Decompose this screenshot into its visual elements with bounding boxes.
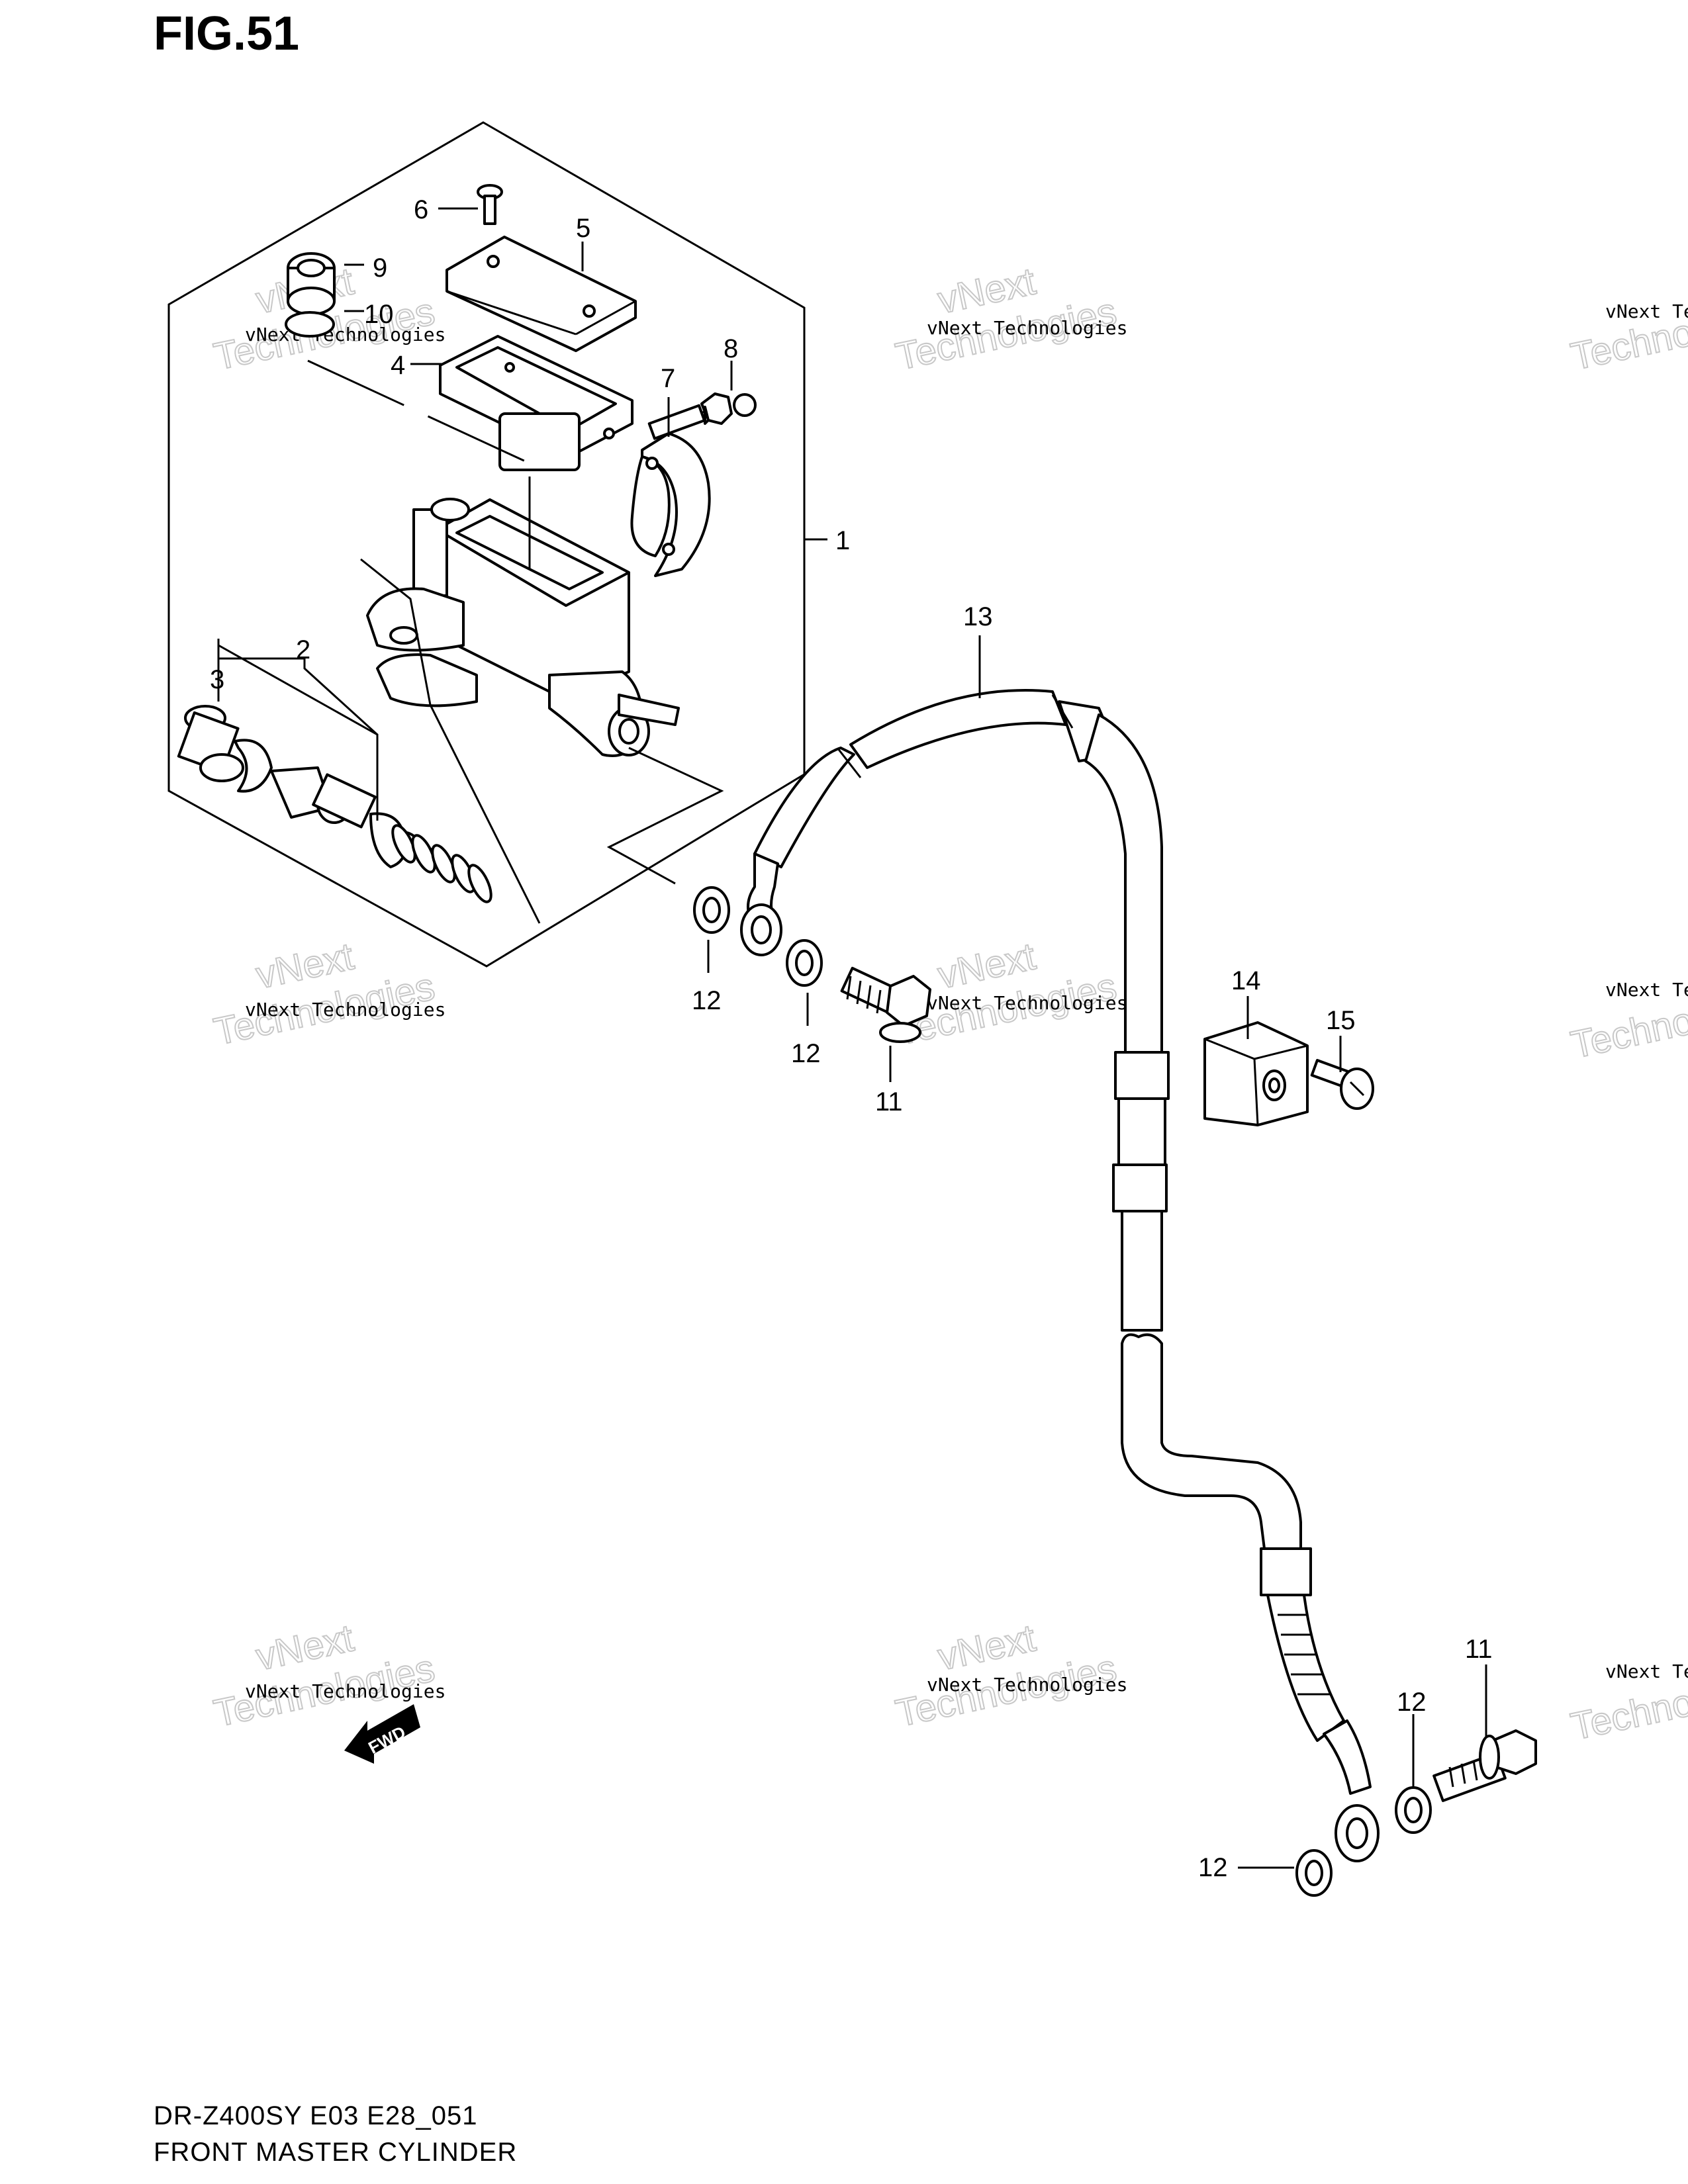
leader-lines	[217, 207, 1487, 1869]
callout-9: 9	[373, 253, 387, 283]
diagram-name: FRONT MASTER CYLINDER	[154, 2138, 518, 2167]
callout-12: 12	[791, 1039, 821, 1068]
callout-6: 6	[414, 195, 428, 224]
callout-10: 10	[364, 300, 394, 329]
watermark-text: vNext Technologies	[1605, 979, 1688, 1001]
watermark-text: vNext Technologies	[927, 992, 1127, 1014]
washer	[786, 939, 823, 987]
union-bolt	[1432, 1729, 1537, 1802]
clamp-screw	[1310, 1059, 1374, 1110]
callout-12: 12	[1397, 1688, 1427, 1717]
forward-arrow-icon: FWD	[344, 1704, 420, 1764]
washer	[1295, 1849, 1333, 1897]
watermark-text: vNext Technologies	[245, 324, 445, 345]
clamp-bolt	[647, 392, 757, 440]
watermark-text: vNext Technologies	[927, 317, 1127, 339]
watermark-text: vNext Technologies	[1605, 1661, 1688, 1682]
model-code: DR-Z400SY E03 E28_051	[154, 2101, 478, 2130]
watermark-text: vNext Technologies	[245, 999, 445, 1021]
hose-clamp	[1203, 1021, 1309, 1126]
callout-1: 1	[835, 526, 850, 555]
callout-5: 5	[576, 214, 590, 243]
screw-6	[477, 184, 503, 225]
callout-4: 4	[391, 351, 405, 380]
brake-hose	[747, 689, 1345, 1742]
callouts: 1 2 3 4 5 6 7 8 9 10 11 11 12 12 12 12 1…	[210, 195, 1493, 1882]
callout-8: 8	[724, 334, 738, 363]
union-bolt	[840, 966, 931, 1043]
watermark-text: vNext Technologies	[245, 1680, 445, 1702]
watermark-text: vNext Technologies	[927, 1674, 1127, 1696]
callout-2: 2	[296, 635, 310, 664]
callout-3: 3	[210, 665, 224, 694]
callout-13: 13	[963, 602, 993, 631]
callout-14: 14	[1231, 966, 1261, 995]
o-ring	[285, 311, 335, 338]
washer	[693, 886, 730, 934]
piston-assembly	[177, 705, 492, 903]
watermark-text: vNext Technologies	[1605, 300, 1688, 322]
diaphragm	[439, 335, 633, 471]
callout-7: 7	[661, 364, 675, 393]
banjo-fitting-bottom	[1323, 1719, 1380, 1862]
callout-11: 11	[875, 1087, 903, 1116]
assembly-outline	[167, 121, 806, 968]
callout-15: 15	[1326, 1006, 1356, 1035]
master-cylinder-body	[366, 498, 680, 757]
reservoir-cap	[445, 236, 637, 352]
watermark-group: Technologies vNext vNext Technologies Te…	[210, 259, 1688, 1749]
callout-11: 11	[1465, 1635, 1493, 1664]
callout-12: 12	[1198, 1853, 1228, 1882]
holder-clamp	[630, 432, 711, 577]
banjo-fitting-top	[740, 903, 782, 956]
grommet	[287, 252, 336, 316]
washer	[1395, 1786, 1432, 1834]
callout-12: 12	[692, 986, 722, 1015]
figure-title: FIG.51	[154, 7, 300, 60]
